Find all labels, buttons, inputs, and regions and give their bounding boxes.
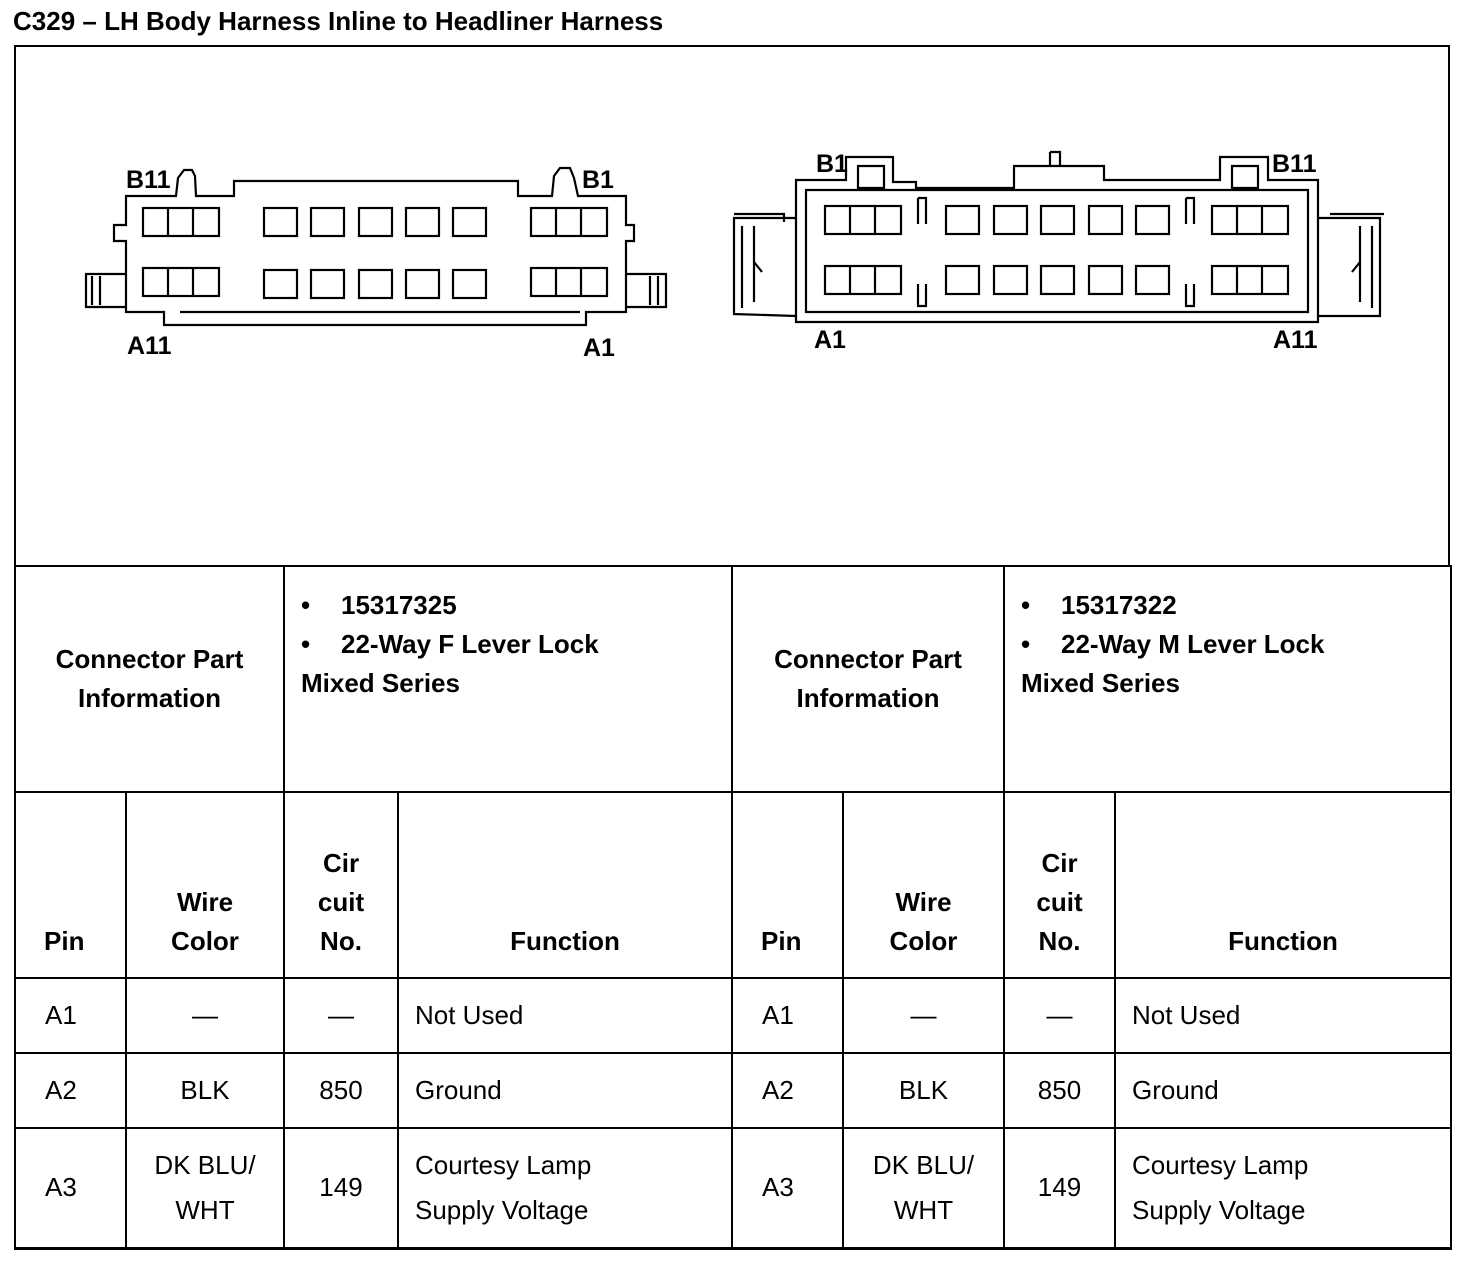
connector-series: Mixed Series (301, 668, 460, 698)
connector-info-heading-1: Connector Part Information (14, 565, 285, 793)
wire-color-cell: DK BLU/WHT (842, 1127, 1005, 1250)
connector-info-row: Connector Part Information • 15317325 • 22… (14, 565, 1452, 793)
pin-cell: A1 (731, 977, 844, 1054)
page-title: C329 – LH Body Harness Inline to Headlin… (13, 6, 664, 36)
pin-cell: A2 (14, 1052, 127, 1129)
header-pin: Pin (14, 791, 127, 979)
wire-color-cell: DK BLU/WHT (125, 1127, 285, 1250)
right-connector-drawing (732, 150, 1384, 324)
circuit-cell: 850 (1003, 1052, 1116, 1129)
connector-info-value-1: • 15317325 • 22-Way F Lever Lock Mixed Ser… (283, 565, 733, 793)
pin-cell: A1 (14, 977, 127, 1054)
wire-color-cell: — (842, 977, 1005, 1054)
left-label-a1: A1 (583, 334, 615, 362)
connector-description: 22-Way F Lever Lock (341, 629, 599, 659)
function-cell: Not Used (397, 977, 733, 1054)
function-cell: Ground (1114, 1052, 1452, 1129)
bullet: • (1021, 629, 1031, 659)
left-label-b1: B1 (582, 166, 614, 194)
table-row: A2 BLK 850 Ground A2 BLK 850 Ground (14, 1052, 1452, 1129)
circuit-cell: 149 (283, 1127, 399, 1250)
wire-color-cell: BLK (842, 1052, 1005, 1129)
wire-color-cell: — (125, 977, 285, 1054)
pin-cell: A2 (731, 1052, 844, 1129)
wire-color-cell: BLK (125, 1052, 285, 1129)
circuit-cell: — (1003, 977, 1116, 1054)
pinout-table: Connector Part Information • 15317325 • 22… (14, 565, 1452, 1250)
connector-description: 22-Way M Lever Lock (1061, 629, 1325, 659)
table-row: A1 — — Not Used A1 — — Not Used (14, 977, 1452, 1054)
connector-info-value-2: • 15317322 • 22-Way M Lever Lock Mixed Ser… (1003, 565, 1452, 793)
circuit-cell: 850 (283, 1052, 399, 1129)
part-number: 15317325 (341, 590, 457, 620)
bullet: • (301, 590, 311, 620)
header-pin: Pin (731, 791, 844, 979)
connector-diagram-frame (14, 45, 1450, 567)
function-cell: Ground (397, 1052, 733, 1129)
right-label-a1: A1 (814, 326, 846, 354)
right-label-a11: A11 (1273, 326, 1318, 354)
circuit-cell: — (283, 977, 399, 1054)
pin-cell: A3 (14, 1127, 127, 1250)
left-label-b11: B11 (126, 166, 171, 194)
function-cell: Not Used (1114, 977, 1452, 1054)
connector-info-heading-2: Connector Part Information (731, 565, 1005, 793)
connector-diagram: B11 B1 A11 A1 B1 B11 A1 A11 (84, 150, 1384, 362)
pin-cell: A3 (731, 1127, 844, 1250)
left-connector-drawing (84, 166, 668, 327)
connector-series: Mixed Series (1021, 668, 1180, 698)
bullet: • (1021, 590, 1031, 620)
left-label-a11: A11 (127, 332, 172, 360)
bullet: • (301, 629, 311, 659)
right-label-b11: B11 (1272, 150, 1317, 178)
right-label-b1: B1 (816, 150, 848, 178)
header-function: Function (397, 791, 733, 979)
header-function: Function (1114, 791, 1452, 979)
circuit-cell: 149 (1003, 1127, 1116, 1250)
part-number: 15317322 (1061, 590, 1177, 620)
